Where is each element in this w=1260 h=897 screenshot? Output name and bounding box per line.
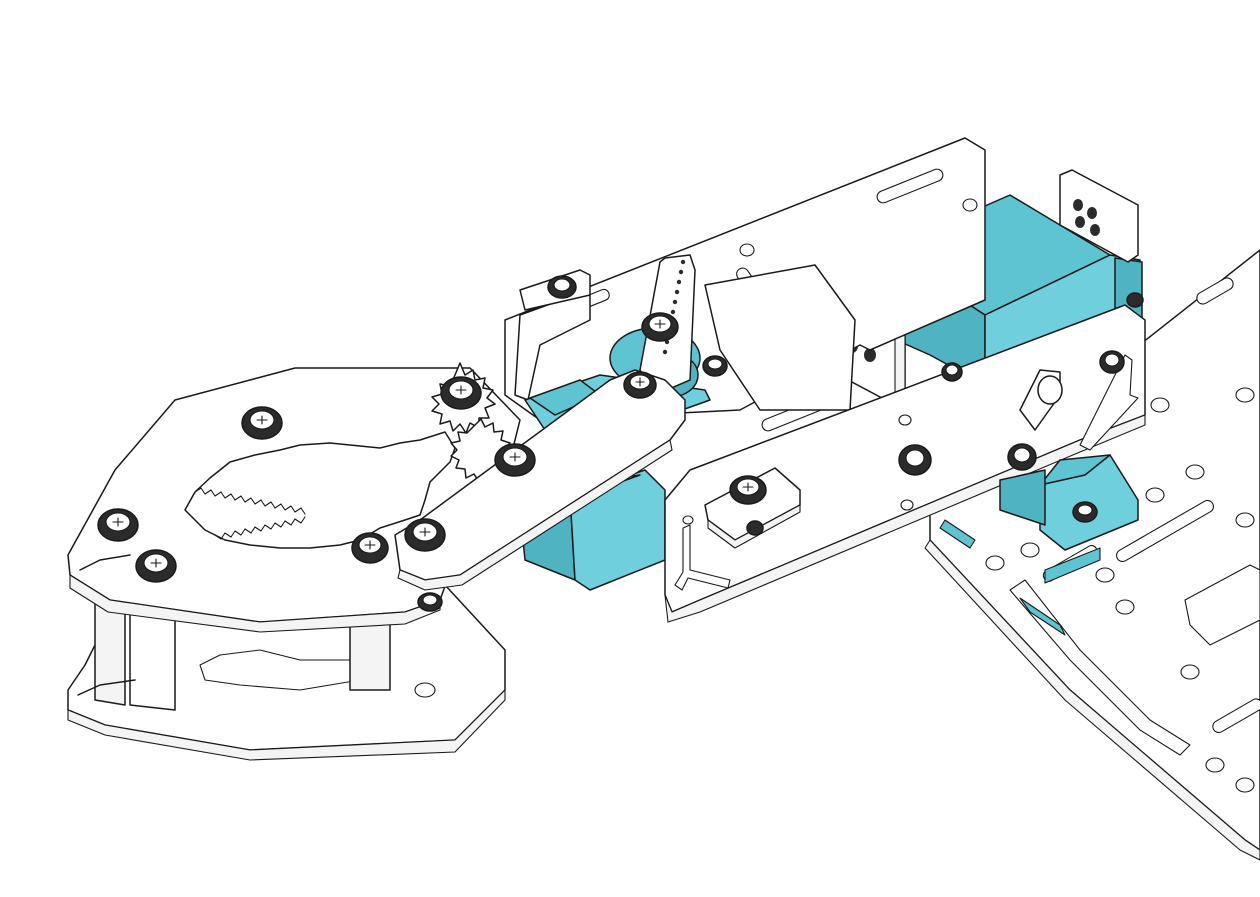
screw [417, 592, 443, 612]
screw [494, 443, 536, 477]
bracket-holes [1073, 199, 1100, 236]
gripper-jaw-opening [184, 431, 456, 549]
screw [97, 508, 139, 542]
screws [97, 275, 1144, 612]
wrist-link-arm [394, 369, 686, 591]
screw [623, 371, 657, 399]
bracket-v-slot [674, 524, 731, 591]
chassis-cutout [1184, 564, 1260, 646]
screw [351, 532, 389, 564]
screw [440, 376, 482, 410]
screw [641, 312, 679, 342]
chassis-holes [985, 387, 1255, 793]
screw [702, 355, 728, 377]
bracket-v-slot [1079, 354, 1139, 451]
chassis-highlight [1019, 597, 1066, 636]
screw [1072, 501, 1098, 523]
screw [547, 275, 577, 299]
screw [1099, 350, 1125, 374]
screw [1007, 443, 1037, 471]
screw [135, 549, 177, 583]
chassis-highlight [1044, 547, 1101, 584]
screw [746, 520, 764, 536]
screw [1126, 292, 1144, 308]
screw [729, 475, 767, 505]
screw [941, 362, 963, 382]
screw [404, 518, 446, 552]
chassis-highlight [939, 519, 976, 549]
screw [898, 444, 932, 476]
screw [241, 406, 283, 440]
frame-slot [876, 168, 944, 204]
